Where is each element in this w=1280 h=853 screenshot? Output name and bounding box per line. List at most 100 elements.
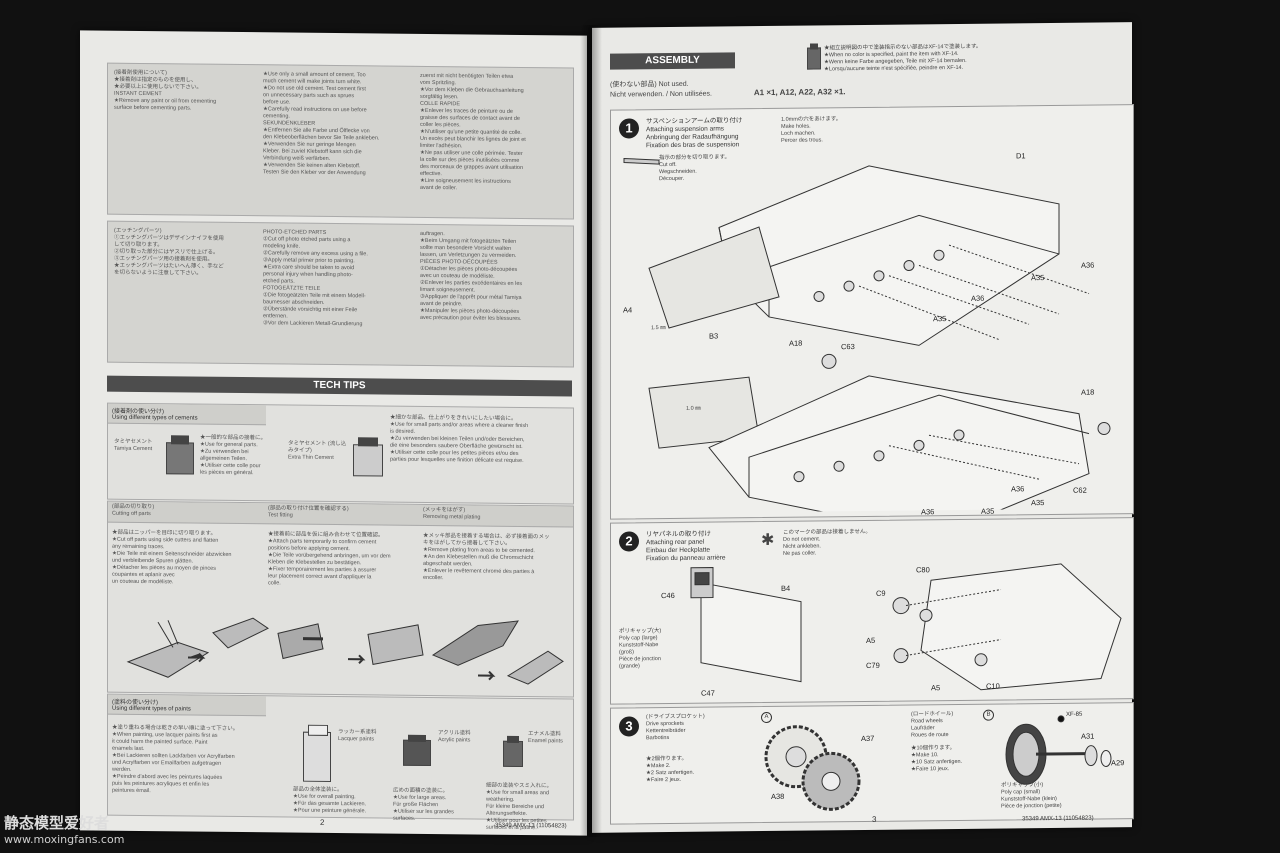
drill-1-5mm: 1.5 ㎜ — [651, 325, 666, 332]
tips-illustrations — [126, 617, 564, 685]
tip-cutting-notes: ★部品はニッパーを目印に切り取ります。★Cut off parts using … — [112, 530, 262, 588]
tip-fitting-title: (部品の取り付け位置を確認する) Test fitting — [268, 505, 349, 519]
tamiya-cement-bottle — [166, 435, 194, 475]
site-watermark: 静态模型爱好者 www.moxingfans.com — [4, 812, 124, 846]
text-line: peintures émail. — [112, 787, 151, 795]
part-label: A5 — [931, 683, 941, 693]
enamel-paint-jar — [503, 735, 523, 767]
enamel-label: エナメル塗料 Enamel paints — [528, 731, 563, 745]
part-label: B3 — [709, 331, 719, 341]
cement1-notes: ★一般的な部品の接着に。★Use for general parts.★Zu v… — [200, 435, 290, 478]
text-line: surface before cementing parts. — [114, 104, 192, 112]
part-label: C10 — [986, 681, 1000, 691]
cements-header: (接着剤の使い分け) Using different types of ceme… — [108, 403, 266, 426]
lacquer-notes: 部品の全体塗装に。★Use for overall painting.★Für … — [293, 787, 388, 816]
part-label: A18 — [1081, 387, 1095, 397]
sprocket-illustration — [764, 725, 861, 811]
text-line: Pièce de jonction — [619, 656, 661, 663]
text-line: encoller. — [423, 574, 444, 582]
part-label: C47 — [701, 688, 715, 698]
part-label: A35 — [981, 506, 995, 516]
footer-code-right: 35349 AMX-13 (11054823) — [1022, 815, 1094, 823]
watermark-title: 静态模型爱好者 — [4, 814, 110, 832]
text-line: Barbotins — [646, 735, 670, 742]
part-label: A35 — [1031, 273, 1045, 283]
paints-title-en: Using different types of paints — [112, 705, 191, 713]
part-label: C63 — [841, 342, 855, 352]
no-cement-note: このマークの部品は接着しません。Do not cement.Nicht ankl… — [783, 529, 871, 558]
part-label: C62 — [1073, 485, 1087, 495]
make-holes-note: 1.0mmの穴をあけます。Make holes.Loch machen.Perc… — [781, 116, 841, 145]
text-line: このマークの部品は接着しません。 — [783, 528, 871, 536]
lacquer-spray-can — [303, 724, 331, 782]
left-page: (接着剤使用について)★接着剤は指定のものを使用し、★必要以上に使用しないで下さ… — [80, 30, 587, 836]
text-line: ③Vor dem Lackieren Metall-Grundierung — [263, 320, 363, 328]
cements-title-en: Using different types of cements — [112, 414, 198, 422]
text-line: Roues de route — [911, 732, 949, 739]
step-3-number: 3 — [619, 716, 639, 737]
part-label: A29 — [1111, 758, 1125, 768]
xf85-label: XF-85 — [1066, 711, 1083, 718]
not-used-parts: (使わない部品) Not used. Nicht verwenden. / No… — [610, 80, 846, 99]
etched-col-1: (エッチングパーツ)①エッチングパーツはデザインナイフを使用して切り取ります。②… — [114, 228, 254, 278]
text-line: Pièce de jonction (petite) — [1001, 802, 1062, 810]
part-label: C80 — [916, 565, 930, 575]
paint-instruction-note: ★組立説明図の中で塗装指示のない部品はXF-14で塗装します。★When no … — [824, 42, 1124, 73]
cement-warning-block: (接着剤使用について)★接着剤は指定のものを使用し、★必要以上に使用しないで下さ… — [107, 62, 574, 220]
page-number-left: 2 — [320, 817, 325, 827]
tips-section: (部品の切り取り) Cutting off parts (部品の取り付け位置を確… — [107, 500, 574, 698]
cement2-label: タミヤセメント (流し込みタイプ) Extra Thin Cement — [288, 440, 347, 462]
page-number-right: 3 — [872, 814, 877, 824]
part-label: C79 — [866, 660, 880, 670]
text-line: ★Faire 10 jeux. — [911, 766, 950, 773]
text-line: を切らないように注意して下さい。 — [114, 269, 202, 277]
paints-section: (塗料の使い分け) Using different types of paint… — [107, 693, 574, 831]
part-label: A36 — [921, 507, 935, 517]
text-line: ★Pour une peinture générale. — [293, 807, 367, 815]
drill-1-0mm: 1.0 ㎜ — [686, 405, 701, 412]
text-line: ★Faire 2 jeux. — [646, 776, 682, 784]
tech-tips-title: TECH TIPS — [107, 375, 572, 397]
part-label: A37 — [861, 733, 875, 744]
text-line: un couteau de modéliste. — [112, 578, 174, 586]
text-line: parties pour lesquelles une finition dél… — [390, 456, 524, 464]
part-label: A35 — [1031, 498, 1045, 508]
part-label: A18 — [789, 338, 803, 348]
paints-order-notes: ★塗り重ねる場合は乾きの早い順に塗って下さい。★When painting, u… — [112, 725, 297, 797]
part-label: C46 — [661, 590, 675, 601]
paints-header: (塗料の使い分け) Using different types of paint… — [108, 694, 266, 717]
assembly-title: ASSEMBLY — [610, 52, 735, 70]
part-label: A4 — [623, 305, 633, 315]
etched-warning-block: (エッチングパーツ)①エッチングパーツはデザインナイフを使用して切り取ります。②… — [107, 220, 574, 368]
part-label: A31 — [1081, 731, 1095, 741]
text-line: Ne pas coller. — [783, 550, 817, 557]
part-label: C9 — [876, 588, 886, 598]
text-line: Testen Sie den Kleber vor der Anwendung — [263, 169, 366, 177]
tip-plating-notes: ★メッキ部品を接着する場合は、必ず接着面のメッキをはがしてから接着して下さい。★… — [423, 533, 573, 584]
text-line: surfaces. — [393, 815, 416, 822]
cement-col-1: (接着剤使用について)★接着剤は指定のものを使用し、★必要以上に使用しないで下さ… — [114, 70, 254, 113]
road-wheel-qty: ★10個作ります。★Make 10.★10 Satz anfertigen.★F… — [911, 745, 962, 774]
text-line: avec précaution pour éviter les blessure… — [420, 314, 522, 322]
tip-fitting-notes: ★接着前に部品を仮に組み合わせて位置確認。★Attach parts tempo… — [268, 531, 418, 589]
step-2-illustration — [690, 563, 1122, 691]
text-line: Kunststoff-Nabe — [619, 642, 659, 649]
acrylic-paint-jar — [403, 734, 431, 767]
manual-spread: (接着剤使用について)★接着剤は指定のものを使用し、★必要以上に使用しないで下さ… — [80, 22, 1134, 837]
part-label: A5 — [866, 635, 876, 645]
watermark-url: www.moxingfans.com — [4, 833, 125, 846]
cement1-label: タミヤセメント Tamiya Cement — [114, 438, 153, 453]
acrylic-label: アクリル塗料 Acrylic paints — [438, 730, 471, 744]
no-cement-icon: ✱ — [761, 531, 775, 550]
part-label: A35 — [933, 314, 947, 324]
step-2-number: 2 — [619, 531, 639, 552]
poly-cap-large-note: ポリキャップ(大)Poly cap (large)Kunststoff-Nabe… — [619, 628, 661, 670]
text-line: colle. — [268, 580, 281, 587]
tip-plating-title: (メッキをはがす) Removing metal plating — [423, 506, 481, 521]
tip-cutting-title: (部品の切り取り) Cutting off parts — [112, 503, 155, 518]
